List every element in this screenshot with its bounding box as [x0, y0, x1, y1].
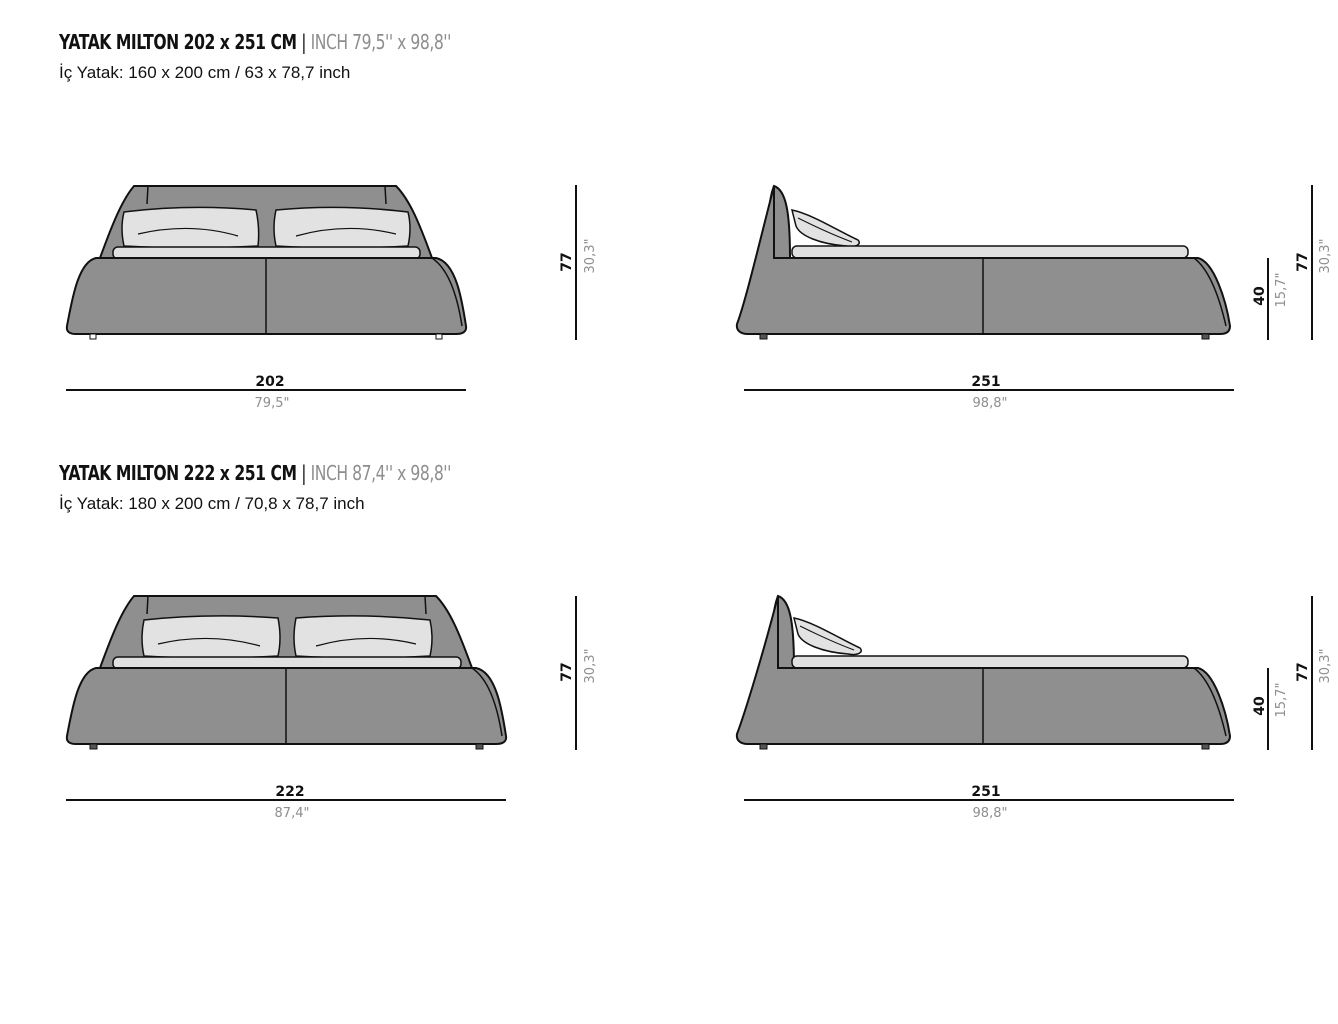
front-width-cm: 202	[255, 374, 284, 390]
section-1-title-inch: INCH 79,5'' x 98,8''	[310, 30, 452, 54]
side-seat-cm: 40	[1252, 696, 1268, 716]
front-height-inch: 30,3"	[583, 239, 598, 274]
section-1-title-main: YATAK MILTON 202 x 251 CM	[59, 30, 297, 54]
section-2-front-view: 222 87,4" 77 30,3"	[65, 595, 598, 821]
section-2-side-view: 251 98,8" 40 15,7" 77 30,3"	[735, 594, 1333, 821]
side-height-cm: 77	[1295, 252, 1311, 271]
front-width-inch: 79,5"	[255, 396, 290, 411]
section-2-title: YATAK MILTON 222 x 251 CM|INCH 87,4'' x …	[59, 461, 451, 485]
side-length-inch: 98,8"	[973, 806, 1008, 821]
section-2-title-main: YATAK MILTON 222 x 251 CM	[59, 461, 297, 485]
side-seat-cm: 40	[1252, 286, 1268, 306]
section-1-subtitle: İç Yatak: 160 x 200 cm / 63 x 78,7 inch	[59, 63, 351, 82]
section-1-title-separator: |	[301, 30, 306, 54]
side-height-cm: 77	[1295, 662, 1311, 681]
front-pillow-right	[273, 206, 411, 249]
side-length-cm: 251	[971, 784, 1000, 800]
front-height-cm: 77	[559, 252, 575, 271]
front-width-cm: 222	[275, 784, 304, 800]
side-mattress	[791, 245, 1189, 259]
side-height-inch: 30,3"	[1318, 649, 1333, 684]
front-height-inch: 30,3"	[583, 649, 598, 684]
front-width-inch: 87,4"	[275, 806, 310, 821]
section-1-title: YATAK MILTON 202 x 251 CM|INCH 79,5'' x …	[59, 30, 451, 54]
front-pillow-left	[141, 615, 281, 659]
section-2-title-separator: |	[301, 461, 306, 485]
side-height-inch: 30,3"	[1318, 239, 1333, 274]
section-2-subtitle: İç Yatak: 180 x 200 cm / 70,8 x 78,7 inc…	[59, 494, 365, 513]
side-pillow	[792, 617, 862, 656]
side-length-inch: 98,8"	[973, 396, 1008, 411]
side-length-cm: 251	[971, 374, 1000, 390]
front-pillow-left	[121, 206, 260, 249]
section-1-side-view: 251 98,8" 40 15,7" 77 30,3"	[735, 184, 1333, 411]
section-1-front-view: 202 79,5" 77 30,3"	[65, 185, 598, 411]
side-seat-inch: 15,7"	[1274, 683, 1289, 718]
front-height-cm: 77	[559, 662, 575, 681]
front-pillow-right	[293, 615, 433, 659]
side-mattress	[791, 655, 1189, 669]
section-2-title-inch: INCH 87,4'' x 98,8''	[310, 461, 452, 485]
side-seat-inch: 15,7"	[1274, 273, 1289, 308]
